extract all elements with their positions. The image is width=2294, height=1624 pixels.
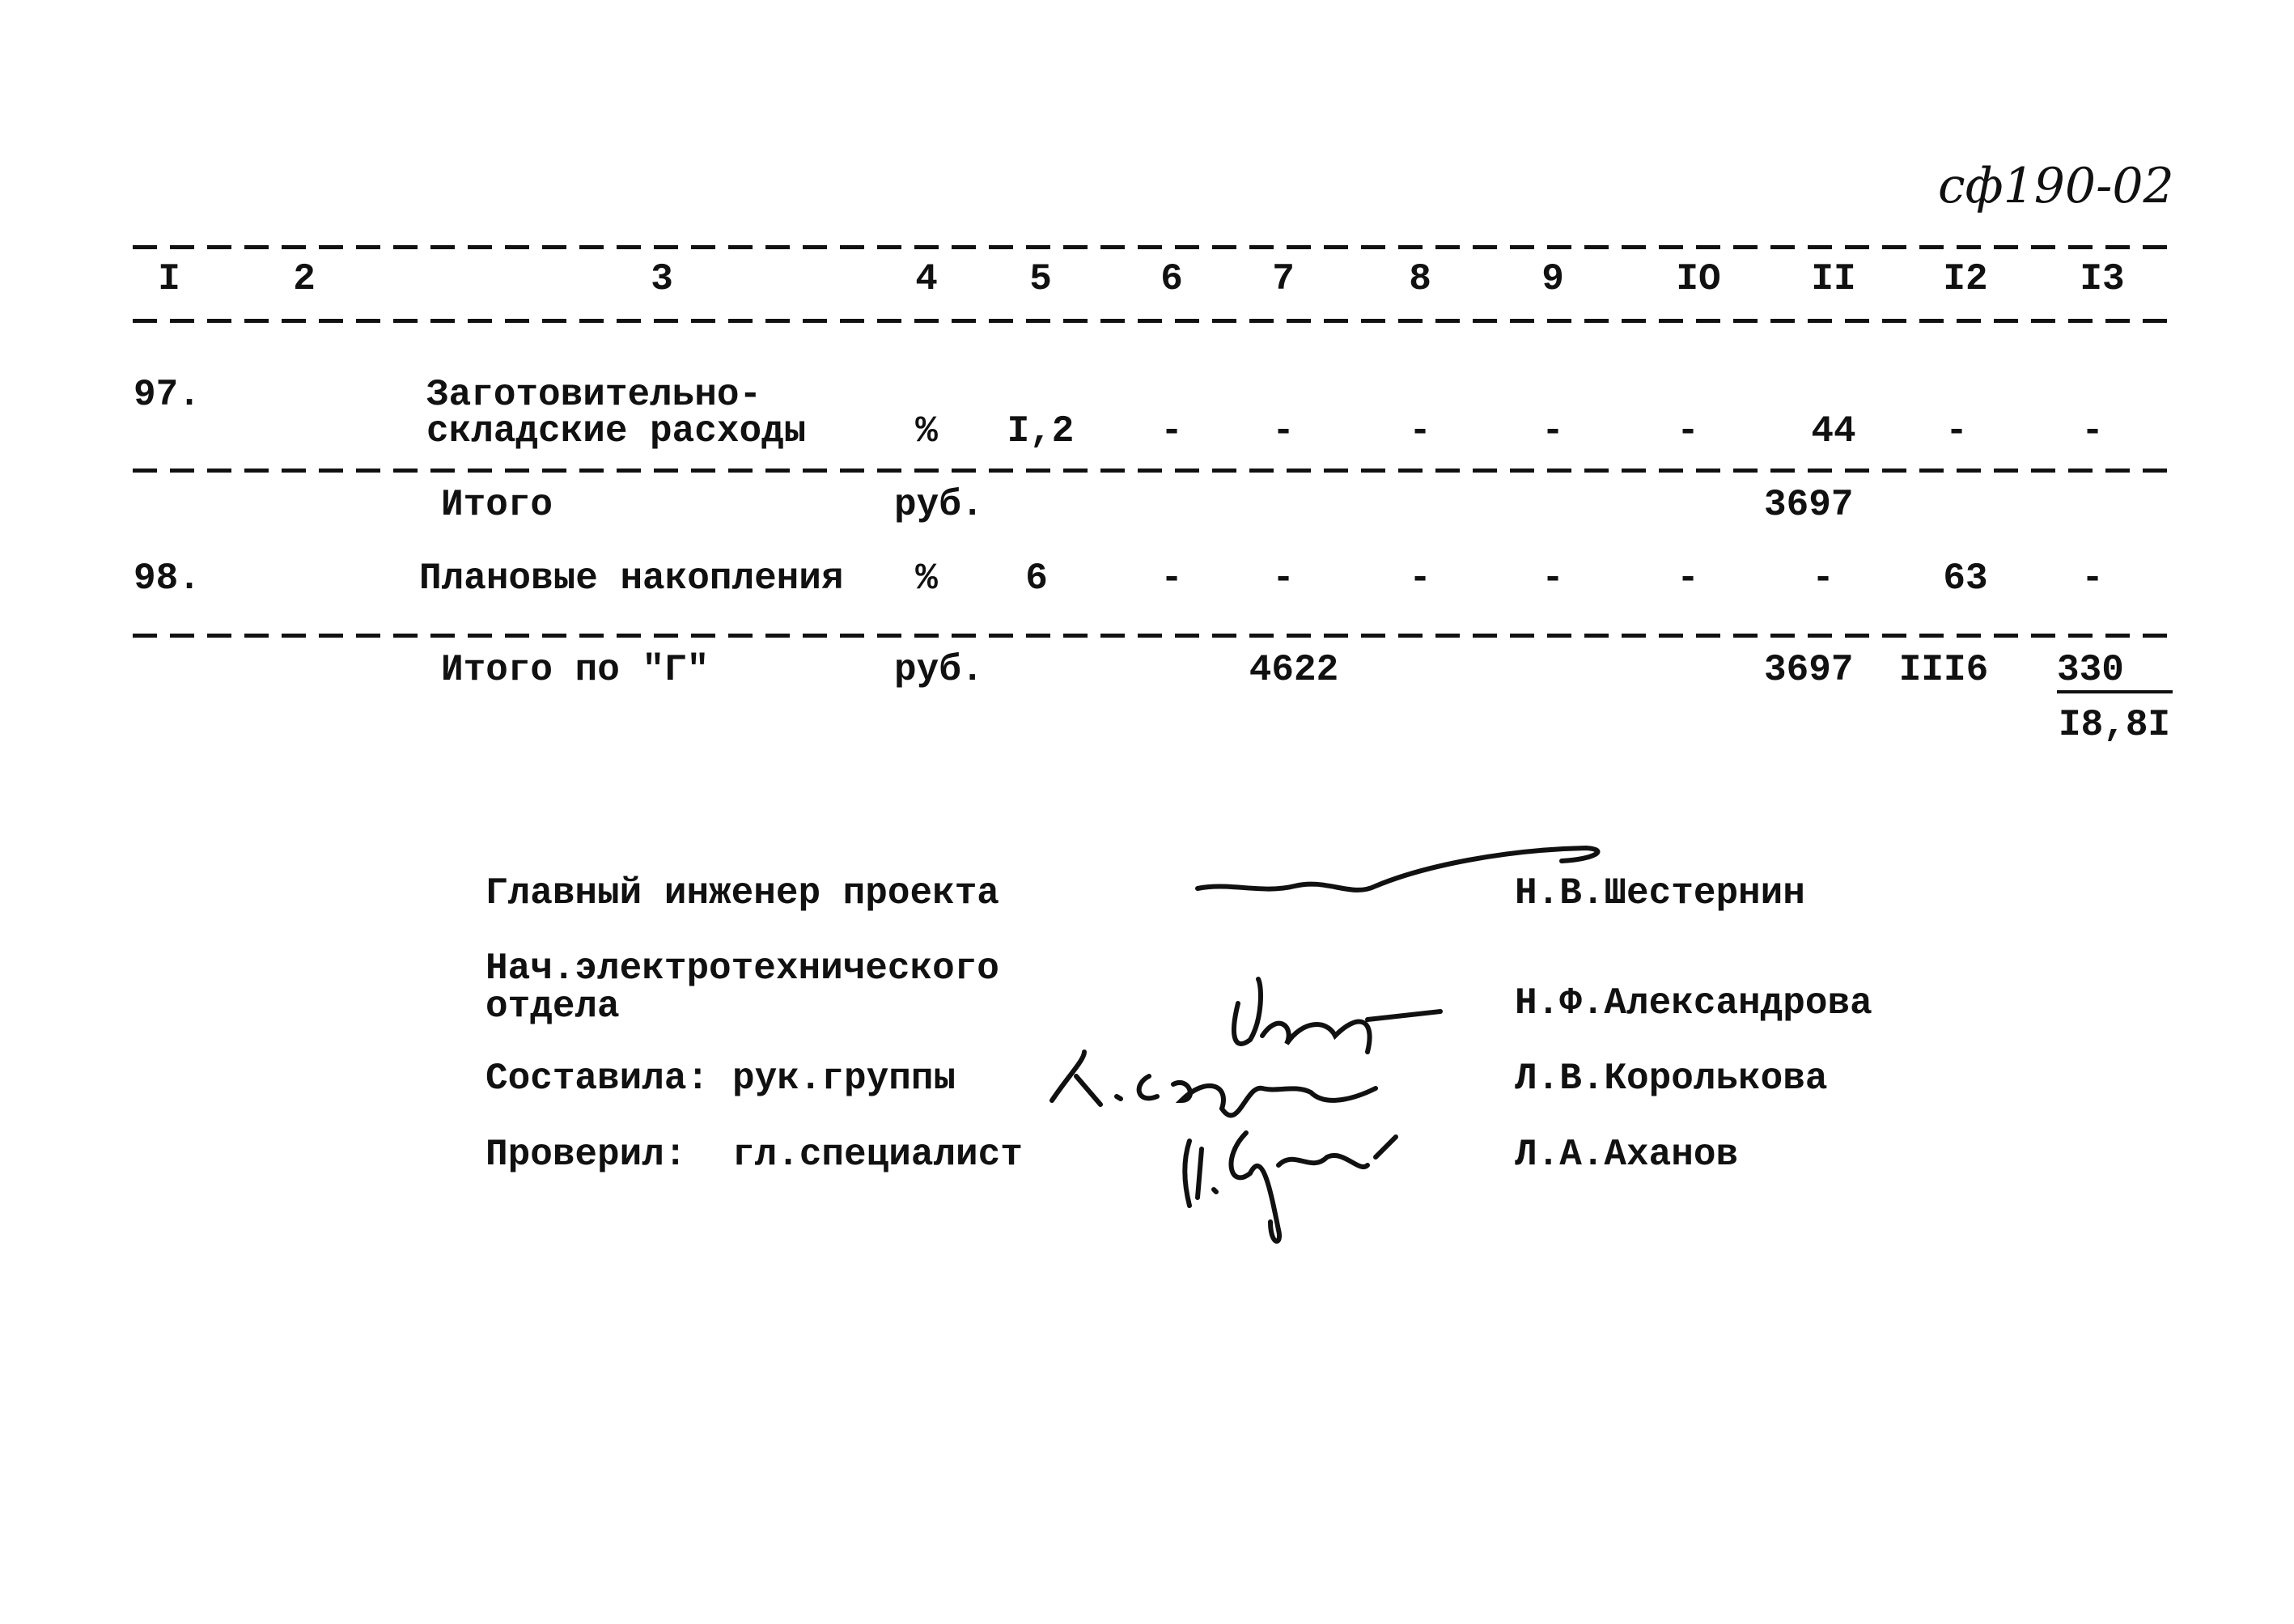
cell: 6 (1025, 558, 1048, 600)
divider (133, 245, 2173, 249)
cell: - (1541, 558, 1564, 600)
signatory-title: Главный инженер проекта (486, 872, 999, 914)
unit: руб. (894, 484, 984, 526)
signatory-title: гл.специалист (732, 1134, 1023, 1176)
divider (133, 469, 2173, 473)
signature-korolkova (1049, 1049, 1378, 1118)
cell: - (1272, 558, 1295, 600)
column-header: 6 (1160, 258, 1183, 300)
row-name: Плановые накопления (419, 558, 844, 600)
cell: - (1160, 558, 1183, 600)
divider (133, 319, 2173, 323)
column-header: 3 (651, 258, 673, 300)
column-header: I3 (2080, 258, 2125, 300)
row-number: 98. (134, 558, 201, 600)
column-header: II (1811, 258, 1856, 300)
signatory-name: Л.А.Аханов (1515, 1134, 1739, 1176)
cell: III6 (1898, 649, 1989, 691)
subtotal-label: Итого (441, 484, 553, 526)
column-header: 7 (1272, 258, 1295, 300)
signatory-title: рук.группы (732, 1058, 956, 1100)
cell: - (2081, 410, 2104, 452)
signature-shesternin (1195, 845, 1601, 893)
row-name: Заготовительно- (426, 374, 762, 416)
cell: - (1409, 410, 1431, 452)
subtotal-label: Итого по "Г" (441, 649, 710, 691)
signatory-title: отдела (486, 986, 620, 1028)
column-header: 2 (293, 258, 316, 300)
unit: руб. (894, 649, 984, 691)
cell: 330 (2057, 651, 2173, 693)
signatory-name: Л.В.Королькова (1515, 1058, 1828, 1100)
signatory-title: Нач.электротехнического (486, 948, 999, 990)
signature-aleksandrova (1232, 977, 1443, 1054)
signatory-title: Составила: (486, 1058, 710, 1100)
cell: - (1272, 410, 1295, 452)
column-header: IO (1676, 258, 1721, 300)
signature-akhanov (1182, 1130, 1398, 1244)
cell: - (1541, 410, 1564, 452)
column-header: I2 (1943, 258, 1988, 300)
cell: 3697 (1764, 649, 1854, 691)
cell: - (2081, 558, 2104, 600)
signatory-name: Н.Ф.Александрова (1515, 982, 1872, 1024)
column-header: I (158, 258, 180, 300)
cell: 3697 (1764, 484, 1854, 526)
cell: 63 (1943, 558, 1988, 600)
divider (133, 634, 2173, 638)
cell: 44 (1811, 410, 1856, 452)
cell: - (1812, 558, 1834, 600)
unit: % (915, 558, 938, 600)
signatory-title: Проверил: (486, 1134, 687, 1176)
row-number: 97. (134, 374, 201, 416)
cell: - (1677, 410, 1699, 452)
cell: - (1160, 410, 1183, 452)
column-header: 8 (1409, 258, 1431, 300)
cell: - (1677, 558, 1699, 600)
column-header: 9 (1541, 258, 1564, 300)
column-header: 4 (915, 258, 938, 300)
cell: I,2 (1007, 410, 1075, 452)
row-name: складские расходы (426, 410, 807, 452)
signatory-name: Н.В.Шестернин (1515, 872, 1805, 914)
cell: - (1945, 410, 1968, 452)
column-header: 5 (1029, 258, 1052, 300)
unit: % (915, 410, 938, 452)
cell: I8,8I (2059, 704, 2171, 746)
cell: - (1409, 558, 1431, 600)
document-code: сф190-02 (1938, 158, 2174, 214)
cell: 4622 (1249, 649, 1339, 691)
